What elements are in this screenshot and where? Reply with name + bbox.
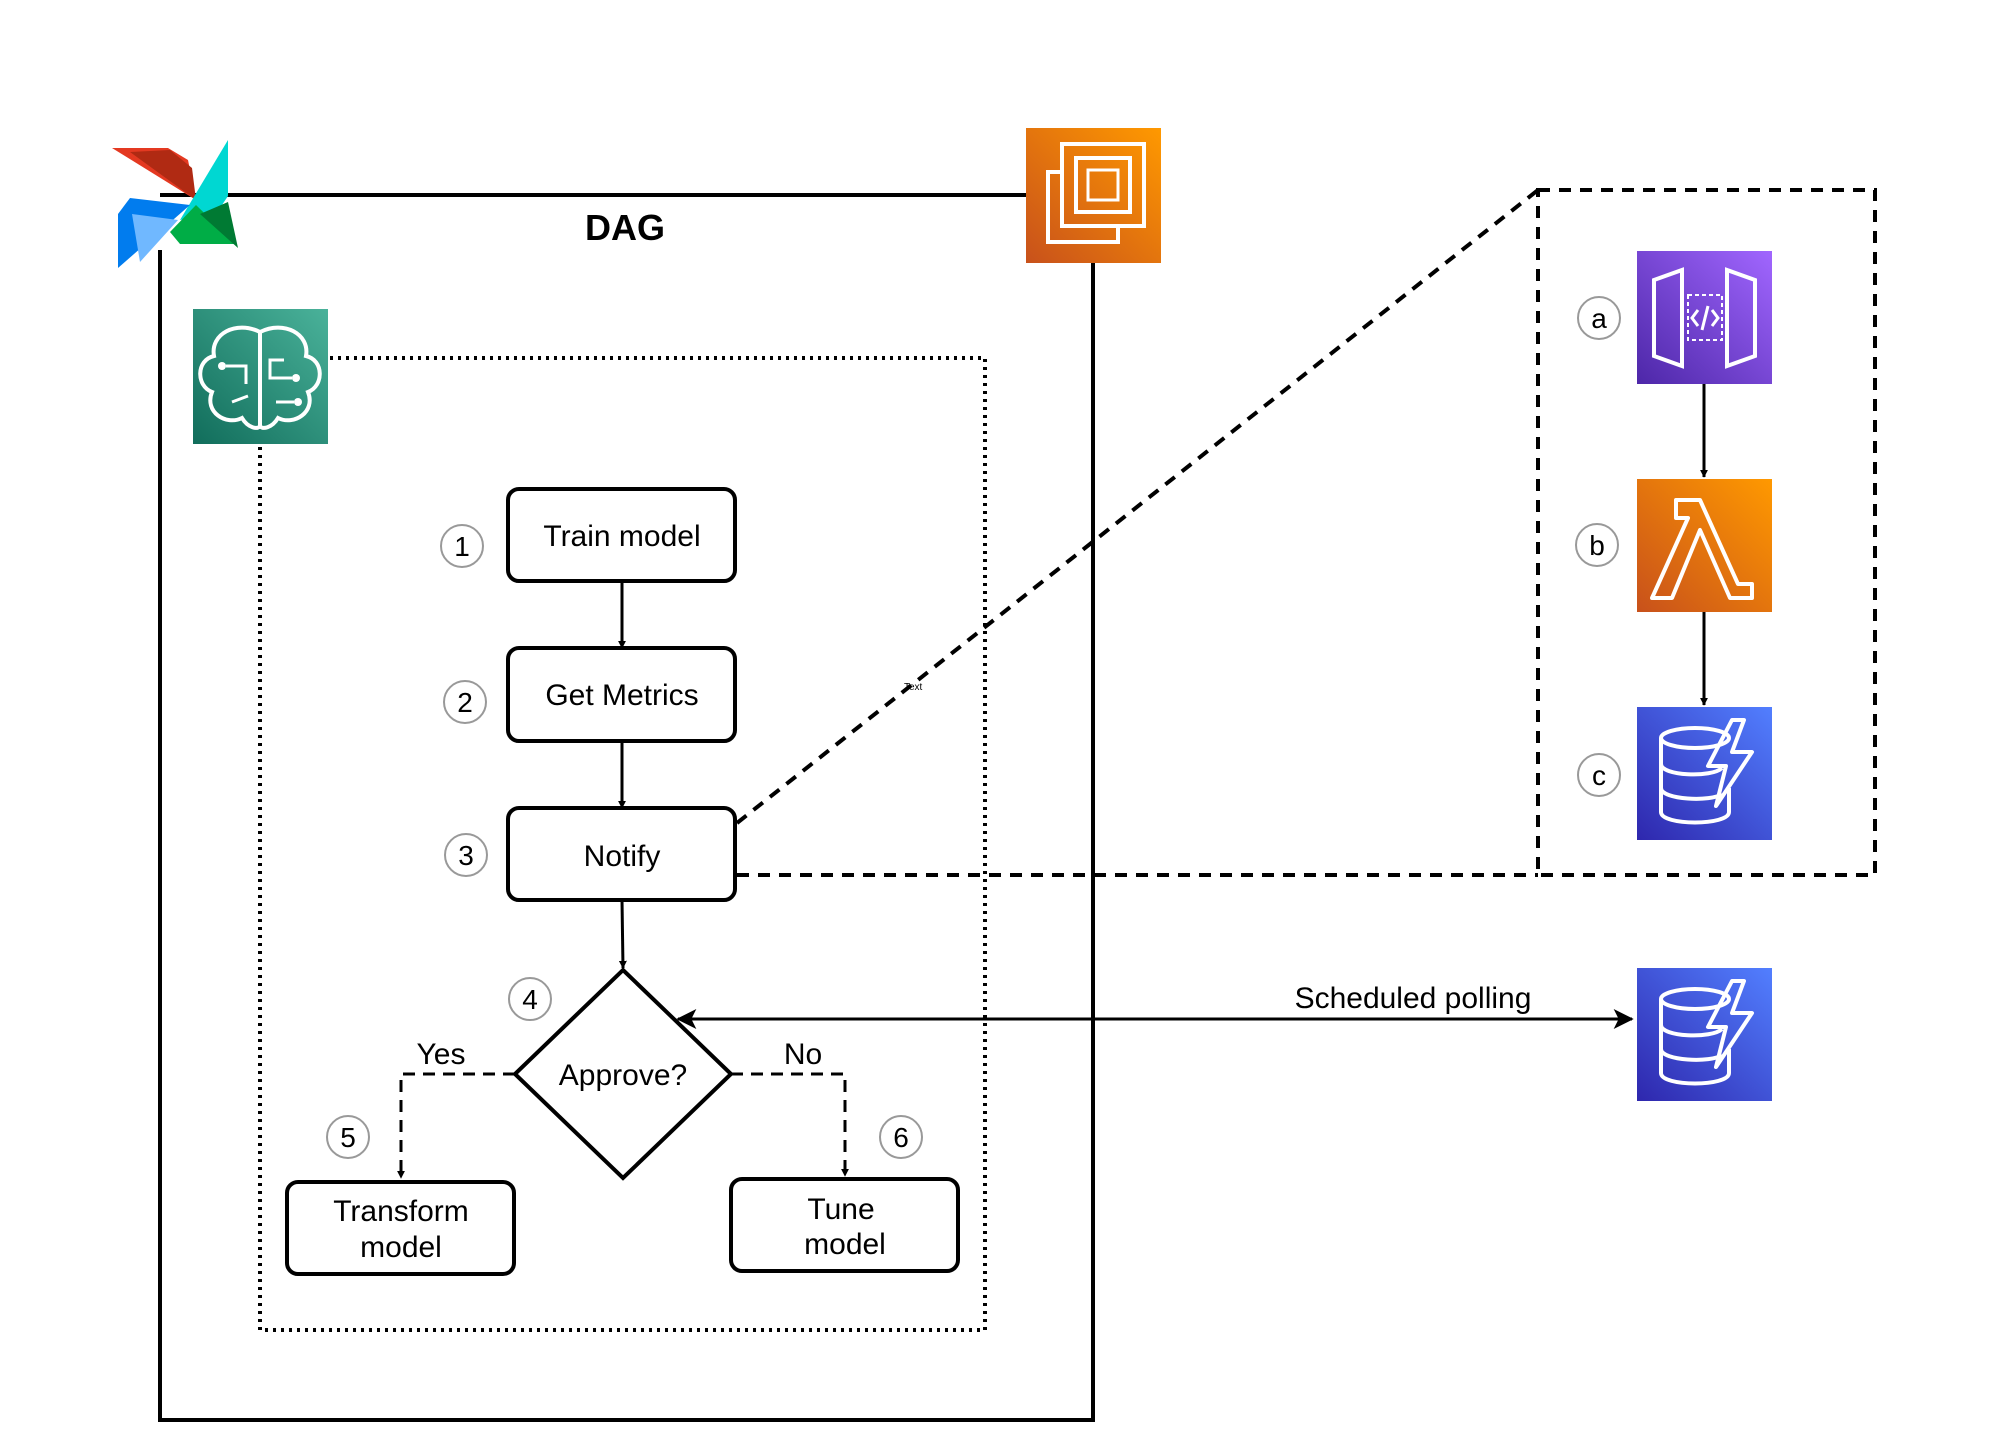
get-metrics-label: Get Metrics — [545, 679, 698, 712]
sagemaker-brain-icon — [193, 309, 328, 444]
approve-label: Approve? — [559, 1059, 687, 1092]
svg-text:4: 4 — [522, 984, 538, 1015]
notify-expansion-line-top — [735, 188, 1540, 825]
notify-expansion-box — [1536, 188, 1877, 877]
train-model-label: Train model — [543, 520, 700, 553]
tune-model-label-2: model — [804, 1228, 886, 1261]
step-badge-b: b — [1575, 523, 1619, 567]
no-label: No — [784, 1038, 822, 1071]
step-badge-a: a — [1577, 296, 1621, 340]
svg-text:5: 5 — [340, 1122, 356, 1153]
tune-model-label: Tune — [807, 1193, 874, 1226]
svg-text:1: 1 — [454, 531, 470, 562]
no-branch-arrow — [731, 1072, 849, 1177]
svg-text:6: 6 — [893, 1122, 909, 1153]
dynamodb-polling-icon — [1637, 968, 1772, 1101]
scheduled-polling-label: Scheduled polling — [1295, 982, 1532, 1015]
lambda-icon — [1637, 479, 1772, 612]
step-badge-3: 3 — [444, 833, 488, 877]
dag-title: DAG — [585, 207, 665, 248]
svg-text:3: 3 — [458, 840, 474, 871]
airflow-logo-icon — [112, 140, 238, 268]
notify-label: Notify — [584, 840, 661, 873]
step-badge-5: 5 — [326, 1115, 370, 1159]
dag-container — [158, 193, 1095, 1422]
svg-text:a: a — [1591, 303, 1607, 334]
step-badge-1: 1 — [440, 524, 484, 568]
svg-text:b: b — [1589, 530, 1605, 561]
transform-model-label: Transform — [333, 1195, 469, 1228]
notify-box — [506, 806, 737, 902]
step-badge-c: c — [1577, 753, 1621, 797]
floating-text-tag: Text — [904, 682, 923, 693]
step-badge-2: 2 — [443, 680, 487, 724]
step-badge-4: 4 — [508, 977, 552, 1021]
svg-text:2: 2 — [457, 687, 473, 718]
yes-label: Yes — [417, 1038, 466, 1071]
dynamodb-icon — [1637, 707, 1772, 840]
yes-branch-arrow — [397, 1072, 515, 1179]
get-metrics-box — [506, 646, 737, 743]
api-gateway-icon — [1637, 251, 1772, 384]
transform-model-label-2: model — [360, 1231, 442, 1264]
step-badge-6: 6 — [879, 1115, 923, 1159]
transform-model-box — [285, 1180, 516, 1276]
svg-text:c: c — [1592, 760, 1606, 791]
tune-model-box — [729, 1177, 960, 1273]
sagemaker-container — [258, 356, 987, 1332]
ec2-instance-icon — [1026, 128, 1161, 263]
train-model-box — [506, 487, 737, 583]
